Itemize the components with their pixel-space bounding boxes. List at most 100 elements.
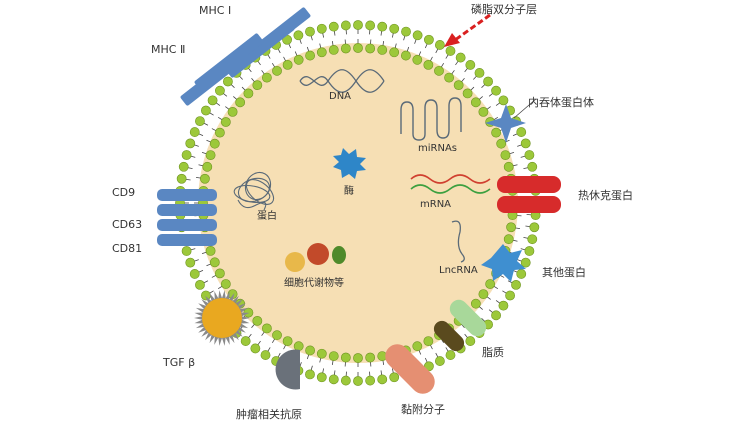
phospholipid-head [328, 374, 339, 385]
mrna-label: mRNA [420, 199, 451, 210]
cd9-protein [157, 189, 217, 201]
phospholipid-head [209, 257, 220, 268]
phospholipid-head [252, 315, 263, 326]
phospholipid-head [260, 350, 271, 360]
phospholipid-head [434, 356, 445, 366]
phospholipid-head [412, 341, 423, 352]
phospholipid-head [353, 376, 363, 386]
protein-tangle [233, 171, 275, 211]
phospholipid-head [511, 279, 521, 290]
phospholipid-head [201, 105, 211, 116]
phospholipid-head [520, 257, 531, 268]
phospholipid-head [305, 369, 315, 380]
dna-label: DNA [329, 91, 351, 102]
phospholipid-head [243, 307, 254, 318]
metabolite-blob [307, 243, 329, 265]
phospholipid-head [201, 290, 211, 301]
phospholipid-head [272, 330, 282, 341]
phospholipid-head [498, 95, 509, 106]
phospholipid-head [516, 269, 527, 279]
phospholipid-head [353, 43, 363, 53]
phospholipid-head [282, 59, 293, 70]
phospholipid-head [261, 72, 272, 83]
mhc-molecules [180, 7, 311, 106]
hsp-bar [497, 176, 561, 193]
dna-helix [299, 69, 385, 93]
phospholipid-head [503, 234, 514, 245]
phospholipid-head [445, 46, 456, 56]
phospholipid-head [185, 257, 196, 268]
phospholipid-head [496, 138, 507, 149]
phospholipid-head [227, 106, 238, 117]
leader-lines [513, 98, 537, 119]
tgf-label: TGF β [162, 356, 195, 369]
phospholipid-head [478, 289, 489, 300]
adhesion-molecule [385, 344, 435, 394]
phospholipid-head [328, 351, 339, 361]
phospholipid-head [491, 85, 501, 96]
phospholipid-head [176, 173, 187, 184]
phospholipid-head [498, 300, 509, 311]
phospholipid-head [400, 50, 411, 61]
phospholipid-head [365, 43, 376, 54]
lipid-capsule [449, 299, 487, 337]
phospholipid-head [412, 30, 423, 41]
phospholipid-head [483, 76, 493, 87]
phospholipid-head [516, 127, 527, 137]
lncrna-label: LncRNA [439, 265, 478, 276]
phospholipid-head [491, 310, 501, 321]
phospholipid-head [316, 372, 327, 383]
phospholipid-head [527, 161, 538, 172]
bilayer-label: 磷脂双分子层 [471, 2, 537, 16]
phospholipid-head [529, 222, 540, 233]
phospholipid-head [389, 47, 400, 58]
phospholipid-head [527, 234, 538, 245]
phospholipid-head [214, 268, 225, 279]
metabolites [285, 243, 346, 272]
endosome-protein-star [485, 104, 526, 143]
mhc1-label: MHC Ⅰ [199, 4, 231, 17]
phospholipid-head [282, 336, 293, 347]
mrna-strand [410, 174, 491, 184]
phospholipid-head [215, 85, 225, 96]
cd63-protein [157, 204, 217, 216]
phospholipid-head [316, 348, 327, 359]
phospholipid-head [293, 30, 304, 41]
phospholipid-head [434, 65, 444, 76]
phospholipid-head [424, 361, 434, 372]
phospholipid-head [189, 127, 200, 137]
phospholipid-head [500, 150, 511, 161]
phospholipid-head [316, 47, 327, 58]
lipid-capsule [433, 320, 465, 352]
metabolite-blob [285, 252, 305, 272]
phospholipid-head [506, 222, 516, 233]
phospholipid-head [272, 65, 282, 76]
phospholipid-head [209, 138, 220, 149]
phospholipid-head [377, 374, 388, 385]
phospholipid-head [503, 161, 514, 172]
phospholipid-head [491, 127, 502, 138]
phospholipid-head [524, 246, 535, 256]
vesicle-lumen [198, 43, 518, 363]
phospholipid-head [465, 60, 476, 70]
phospholipid-head [353, 353, 363, 363]
cd63-protein [157, 219, 217, 231]
heat-shock-protein [497, 176, 561, 213]
phospholipid-head [243, 88, 254, 99]
phospholipid-head [474, 68, 485, 78]
phospholipid-head [305, 50, 316, 61]
phospholipid-head [181, 246, 192, 256]
mrna-strand [410, 184, 491, 194]
hsp-bar [497, 196, 561, 213]
phospholipid-head [485, 279, 496, 289]
phospholipid-head [412, 54, 423, 65]
adhesion-label: 黏附分子 [401, 402, 445, 416]
phospholipid-head [189, 269, 200, 279]
phospholipid-head [305, 26, 315, 37]
phospholipid-head [252, 80, 263, 91]
phospholipid-head [240, 336, 251, 346]
phospholipid-head [195, 116, 205, 127]
tumor-antigen-shape [275, 349, 300, 390]
phospholipid-head [377, 21, 388, 32]
